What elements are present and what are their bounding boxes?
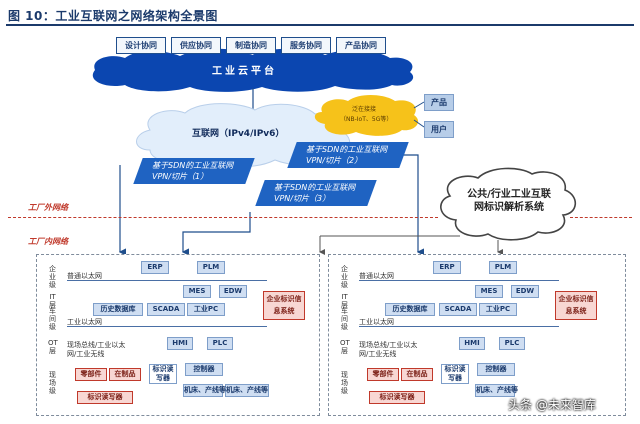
enterprise-id-box-r: 企业标识信息系统 xyxy=(555,291,597,320)
edw-box: EDW xyxy=(219,285,247,298)
tag-reader-box: 标识读写器 xyxy=(77,391,133,404)
layer-ot: OT层 xyxy=(48,339,58,355)
identity-cloud-shape xyxy=(440,167,577,241)
ethernet-line xyxy=(67,280,267,281)
layer-it: IT层 xyxy=(49,293,56,309)
plm-box: PLM xyxy=(197,261,225,274)
wireless-label: 泛在接接 xyxy=(352,106,377,113)
service-manufacture-collab: 制造协同 xyxy=(226,37,276,54)
hmi-box: HMI xyxy=(167,337,193,350)
user-box: 用户 xyxy=(424,121,454,138)
zone-outer-label: 工厂外网络 xyxy=(28,203,68,212)
watermark-text: 头条 @未来智库 xyxy=(508,398,596,412)
fieldbus-label-r: 现场总线/工业以太网/工业无线 xyxy=(359,341,418,358)
machine-box-1: 机床、产线等 xyxy=(225,384,269,397)
scada-box-r: SCADA xyxy=(439,303,477,316)
erp-box: ERP xyxy=(141,261,169,274)
tag-reader-box-r: 标识读写器 xyxy=(369,391,425,404)
sdn-slice-3: 基于SDN的工业互联网VPN/切片（3） xyxy=(255,180,377,206)
cloud-platform-label: 工业云平台 xyxy=(212,66,277,77)
sdn-slice-1: 基于SDN的工业互联网VPN/切片（1） xyxy=(133,158,255,184)
controller-box-r: 控制器 xyxy=(477,363,515,376)
ipc-box: 工业PC xyxy=(187,303,225,316)
plc-box-r: PLC xyxy=(499,337,525,350)
parts-box: 零部件 xyxy=(75,368,107,381)
wip-box: 在制品 xyxy=(109,368,141,381)
plm-box-r: PLM xyxy=(489,261,517,274)
layer-field: 现场级 xyxy=(49,371,56,395)
erp-box-r: ERP xyxy=(433,261,461,274)
hmi-box-r: HMI xyxy=(459,337,485,350)
sdn-slice-2: 基于SDN的工业互联网VPN/切片（2） xyxy=(287,142,409,168)
product-box: 产品 xyxy=(424,94,454,111)
wireless-sub-label: （NB-IoT、5G等） xyxy=(340,116,393,123)
industrial-ethernet-line-r xyxy=(359,326,559,327)
service-product-collab: 产品协同 xyxy=(336,37,386,54)
history-db-box: 历史数据库 xyxy=(93,303,143,316)
wireless-cloud-shape xyxy=(314,94,419,136)
layer-enterprise-r: 企业级 xyxy=(341,265,348,289)
layer-it-r: IT层 xyxy=(341,293,348,309)
controller-box: 控制器 xyxy=(185,363,223,376)
edw-box-r: EDW xyxy=(511,285,539,298)
plant-left: 企业级 IT层 车间级 OT层 现场级 ERP PLM 普通以太网 MES ED… xyxy=(36,254,320,416)
zone-inner-label: 工厂内网络 xyxy=(28,237,68,246)
cloud-platform-shape xyxy=(92,48,414,92)
history-db-box-r: 历史数据库 xyxy=(385,303,435,316)
ipc-box-r: 工业PC xyxy=(479,303,517,316)
enterprise-id-box: 企业标识信息系统 xyxy=(263,291,305,320)
zone-divider-left xyxy=(8,217,438,218)
machine-box-1-r: 机床、产线等 xyxy=(475,384,518,397)
layer-workshop: 车间级 xyxy=(49,307,56,331)
tag-reader-box-mid-r: 标识读写器 xyxy=(441,364,469,384)
machine-box-2: 机床、产线等 xyxy=(183,384,226,397)
ethernet-line-r xyxy=(359,280,559,281)
layer-enterprise: 企业级 xyxy=(49,265,56,289)
public-identity-label: 公共/行业工业互联网标识解析系统 xyxy=(467,189,551,213)
zone-divider-right xyxy=(570,217,632,218)
plc-box: PLC xyxy=(207,337,233,350)
industrial-ethernet-label: 工业以太网 xyxy=(67,318,102,326)
scada-box: SCADA xyxy=(147,303,185,316)
tag-reader-box-mid: 标识读写器 xyxy=(149,364,177,384)
plant-right: 企业级 IT层 车间级 OT层 现场级 ERP PLM 普通以太网 MES ED… xyxy=(328,254,626,416)
layer-field-r: 现场级 xyxy=(341,371,348,395)
layer-workshop-r: 车间级 xyxy=(341,307,348,331)
mes-box-r: MES xyxy=(475,285,503,298)
fieldbus-label: 现场总线/工业以太网/工业无线 xyxy=(67,341,126,358)
service-service-collab: 服务协同 xyxy=(281,37,331,54)
ethernet-label: 普通以太网 xyxy=(67,272,102,280)
mes-box: MES xyxy=(183,285,211,298)
title-underline xyxy=(6,24,634,26)
figure-title: 图 10：工业互联网之网络架构全景图 xyxy=(8,9,218,23)
parts-box-r: 零部件 xyxy=(367,368,399,381)
internet-label: 互联网（IPv4/IPv6） xyxy=(192,129,285,139)
ethernet-label-r: 普通以太网 xyxy=(359,272,394,280)
industrial-ethernet-label-r: 工业以太网 xyxy=(359,318,394,326)
layer-ot-r: OT层 xyxy=(340,339,350,355)
wip-box-r: 在制品 xyxy=(401,368,433,381)
service-supply-collab: 供应协同 xyxy=(171,37,221,54)
service-design-collab: 设计协同 xyxy=(116,37,166,54)
industrial-ethernet-line xyxy=(67,326,267,327)
